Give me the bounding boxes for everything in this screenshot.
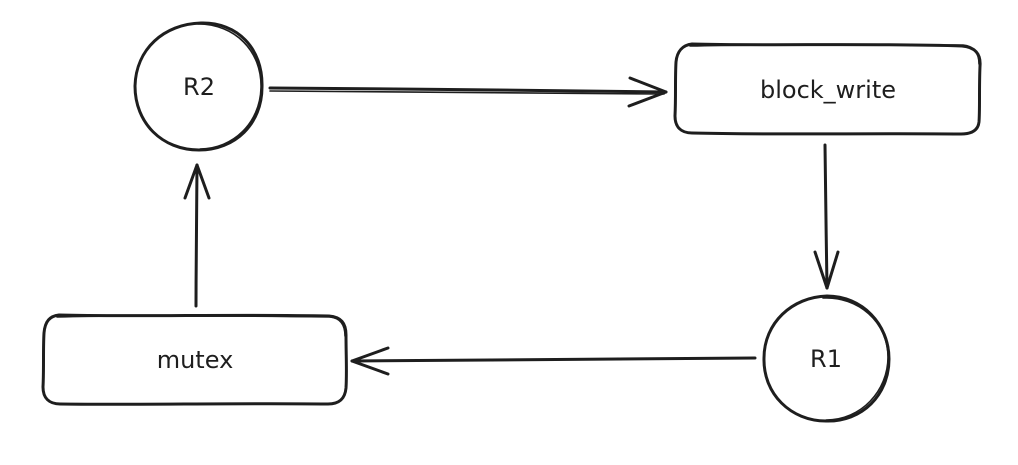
edge-r2-to-block-write (268, 76, 668, 108)
edge-block-write-to-r1 (813, 143, 840, 290)
edge-r2-to-block-write-arrowhead (627, 76, 668, 108)
node-mutex: mutex (41, 313, 348, 406)
node-r2-shape (133, 21, 264, 152)
edge-r2-to-block-write-line (268, 86, 668, 94)
node-block-write-shape-overstroke (689, 43, 980, 65)
node-r2-label: R2 (183, 73, 215, 101)
edge-block-write-to-r1-line (823, 143, 829, 290)
node-r1-label: R1 (810, 345, 842, 373)
node-mutex-label: mutex (157, 346, 234, 374)
node-mutex-shape-overstroke (56, 315, 346, 337)
edge-r2-to-block-write-overstroke (269, 90, 665, 95)
node-r1-shape-overstroke (822, 297, 889, 421)
edge-r1-to-mutex-line (350, 356, 757, 363)
node-block-write: block_write (673, 42, 982, 136)
node-block-write-label: block_write (760, 76, 896, 104)
edge-mutex-to-r2-line (194, 163, 199, 308)
edge-block-write-to-r1-arrowhead (813, 250, 840, 290)
node-r2-shape-overstroke (197, 23, 262, 150)
node-r2: R2 (133, 21, 264, 152)
edge-r1-to-mutex (350, 346, 757, 376)
edge-mutex-to-r2-arrowhead (183, 163, 211, 200)
node-r1: R1 (762, 294, 891, 423)
node-mutex-shape (41, 313, 348, 406)
edge-mutex-to-r2 (183, 163, 211, 308)
edge-r1-to-mutex-arrowhead (350, 346, 390, 376)
